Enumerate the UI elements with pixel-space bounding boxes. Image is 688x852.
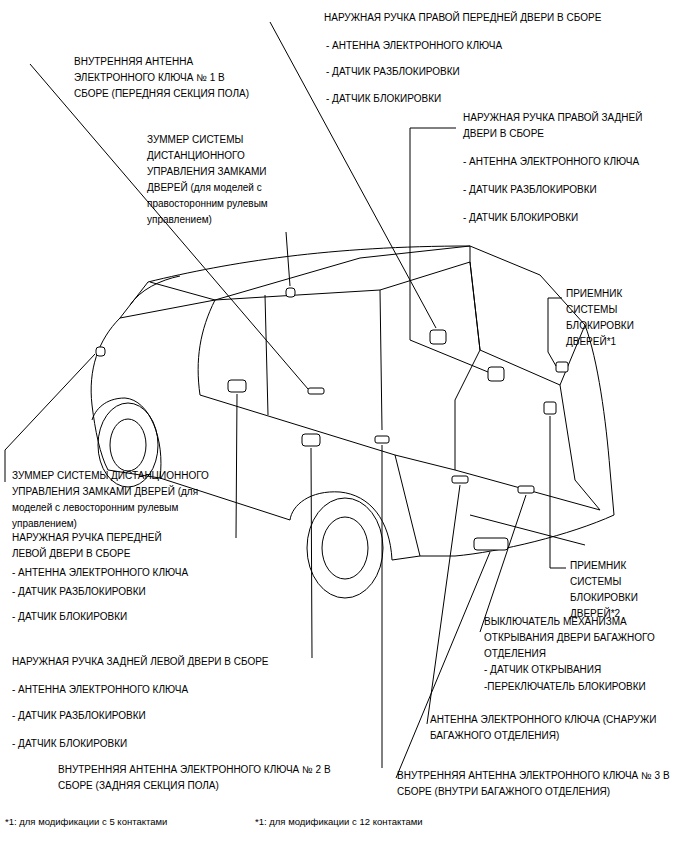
part-label: АНТЕННА ЭЛЕКТРОННОГО КЛЮЧА (СНАРУЖИ БАГА… (430, 712, 660, 744)
part-label: - ДАТЧИК РАЗБЛОКИРОВКИ (326, 64, 626, 80)
car-body (91, 246, 614, 598)
part-label: ЗУММЕР СИСТЕМЫ ДИСТАНЦИОННОГО УПРАВЛЕНИЯ… (147, 132, 285, 228)
part-label: - АНТЕННА ЭЛЕКТРОННОГО КЛЮЧА (12, 682, 262, 698)
part-label: - АНТЕННА ЭЛЕКТРОННОГО КЛЮЧА (463, 154, 678, 170)
part-label: - ДАТЧИК БЛОКИРОВКИ (12, 736, 262, 752)
part-label: - ДАТЧИК РАЗБЛОКИРОВКИ (12, 584, 262, 600)
part-label: ВЫКЛЮЧАТЕЛЬ МЕХАНИЗМА ОТКРЫВАНИЯ ДВЕРИ Б… (484, 614, 679, 662)
part-label: - АНТЕННА ЭЛЕКТРОННОГО КЛЮЧА (326, 38, 626, 54)
part-label: *1: для модификации с 12 контактами (255, 814, 515, 830)
part-label: НАРУЖНАЯ РУЧКА ПЕРЕДНЕЙ ЛЕВОЙ ДВЕРИ В СБ… (12, 530, 192, 562)
part-label: ВНУТРЕННЯЯ АНТЕННА ЭЛЕКТРОННОГО КЛЮЧА № … (397, 768, 684, 800)
part-label: ПРИЕМНИК СИСТЕМЫ БЛОКИРОВКИ ДВЕРЕЙ*1 (566, 286, 666, 350)
part-label: ЗУММЕР СИСТЕМЫ ДИСТАНЦИОННОГО УПРАВЛЕНИЯ… (12, 468, 217, 532)
part-label: НАРУЖНАЯ РУЧКА ЗАДНЕЙ ЛЕВОЙ ДВЕРИ В СБОР… (12, 654, 332, 670)
part-label: -ПЕРЕКЛЮЧАТЕЛЬ БЛОКИРОВКИ (484, 679, 679, 695)
part-label: ВНУТРЕННЯЯ АНТЕННА ЭЛЕКТРОННОГО КЛЮЧА № … (74, 54, 254, 102)
part-label: - ДАТЧИК БЛОКИРОВКИ (326, 91, 626, 107)
part-label: ВНУТРЕННЯЯ АНТЕННА ЭЛЕКТРОННОГО КЛЮЧА № … (58, 762, 358, 794)
part-label: - АНТЕННА ЭЛЕКТРОННОГО КЛЮЧА (12, 565, 262, 581)
part-label: - ДАТЧИК РАЗБЛОКИРОВКИ (12, 708, 262, 724)
part-label: - ДАТЧИК БЛОКИРОВКИ (12, 609, 262, 625)
part-label: НАРУЖНАЯ РУЧКА ПРАВОЙ ЗАДНЕЙ ДВЕРИ В СБО… (463, 110, 678, 142)
part-label: ПРИЕМНИК СИСТЕМЫ БЛОКИРОВКИ ДВЕРЕЙ*2 (570, 558, 670, 622)
part-label: НАРУЖНАЯ РУЧКА ПРАВОЙ ПЕРЕДНЕЙ ДВЕРИ В С… (324, 10, 684, 26)
part-label: - ДАТЧИК ОТКРЫВАНИЯ (484, 662, 679, 678)
part-label: - ДАТЧИК РАЗБЛОКИРОВКИ (463, 182, 678, 198)
part-label: - ДАТЧИК БЛОКИРОВКИ (463, 210, 678, 226)
part-label: *1: для модификации с 5 контактами (5, 814, 250, 830)
